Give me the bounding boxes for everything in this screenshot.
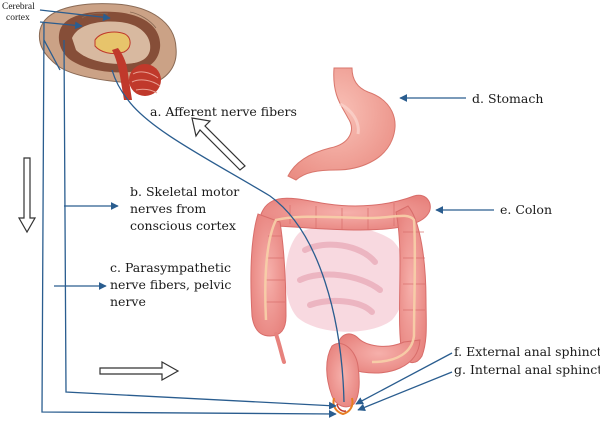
stomach-label: d. Stomach (472, 91, 543, 106)
para-label-1: c. Parasympathetic (110, 260, 231, 275)
internal-sphincter-leader (357, 371, 453, 411)
up-left-arrow-icon (191, 117, 246, 171)
cortex-label-1: Cerebral (2, 2, 35, 12)
outer-motor-line (41, 21, 337, 418)
labels: Cerebral cortex a. Afferent nerve fibers… (2, 2, 600, 377)
afferent-fiber-line (111, 69, 345, 403)
internal-sphincter-label: g. Internal anal sphincter (454, 362, 600, 377)
down-arrow-icon (17, 157, 37, 234)
afferent-label: a. Afferent nerve fibers (150, 104, 297, 119)
external-sphincter-leader (355, 352, 453, 405)
colon-label: e. Colon (500, 202, 552, 217)
right-arrow-icon (99, 360, 180, 382)
skeletal-label-2: nerves from (130, 201, 206, 216)
nerve-pathways (39, 9, 494, 418)
hollow-arrow-icon (17, 117, 246, 382)
brain-illustration (38, 3, 177, 100)
para-label-2: nerve fibers, pelvic (110, 277, 231, 292)
cortex-label-2: cortex (6, 13, 30, 23)
stomach-illustration (287, 67, 396, 181)
skeletal-label-3: conscious cortex (130, 218, 236, 233)
para-label-3: nerve (110, 294, 146, 309)
colon-illustration (250, 194, 431, 416)
external-sphincter-label: f. External anal sphincter (454, 344, 600, 359)
skeletal-label-1: b. Skeletal motor (130, 184, 239, 199)
inner-motor-line (63, 39, 337, 410)
